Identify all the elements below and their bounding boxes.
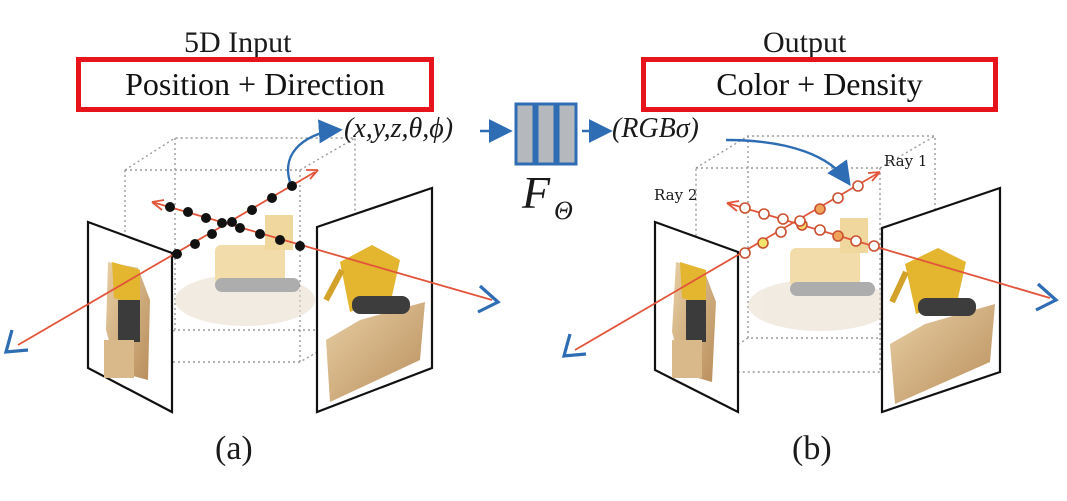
caption-b: (b) — [792, 430, 832, 467]
left-ray-1 — [17, 171, 316, 346]
left-volume-object — [175, 215, 315, 326]
right-image-plane-2 — [880, 186, 1002, 414]
network-subscript: Θ — [554, 196, 573, 225]
caption-a: (a) — [215, 430, 253, 467]
left-boxed-text: Position + Direction — [125, 66, 385, 102]
right-title: Output — [763, 26, 847, 59]
left-image-plane-1 — [86, 220, 174, 414]
left-sample-points — [165, 181, 305, 259]
left-to-input-arrow — [286, 119, 343, 183]
right-image-plane-1 — [653, 220, 740, 414]
right-ray-1 — [574, 171, 881, 351]
right-boxed-label: Color + Density — [641, 57, 998, 112]
right-scene — [561, 135, 1059, 414]
input-tuple: (x,y,z,θ,ϕ) — [344, 113, 454, 144]
ray-1-label: Ray 1 — [884, 152, 928, 170]
output-to-right-arrow — [725, 138, 851, 186]
right-volume-object — [748, 218, 892, 331]
left-title: 5D Input — [184, 26, 292, 59]
left-scene — [3, 119, 501, 414]
right-boxed-text: Color + Density — [716, 66, 923, 102]
right-ray-2-head — [1035, 282, 1059, 312]
network-label: F — [522, 167, 551, 218]
left-ray-2-head — [477, 284, 501, 314]
left-ray-1-head — [3, 329, 29, 354]
left-boxed-label: Position + Direction — [76, 57, 434, 112]
right-ray-1-head — [561, 333, 587, 358]
left-image-plane-2 — [315, 186, 434, 414]
right-sample-points — [739, 180, 880, 259]
ray-2-label: Ray 2 — [654, 186, 698, 204]
network-block — [480, 102, 613, 166]
output-tuple: (RGBσ) — [612, 113, 699, 144]
